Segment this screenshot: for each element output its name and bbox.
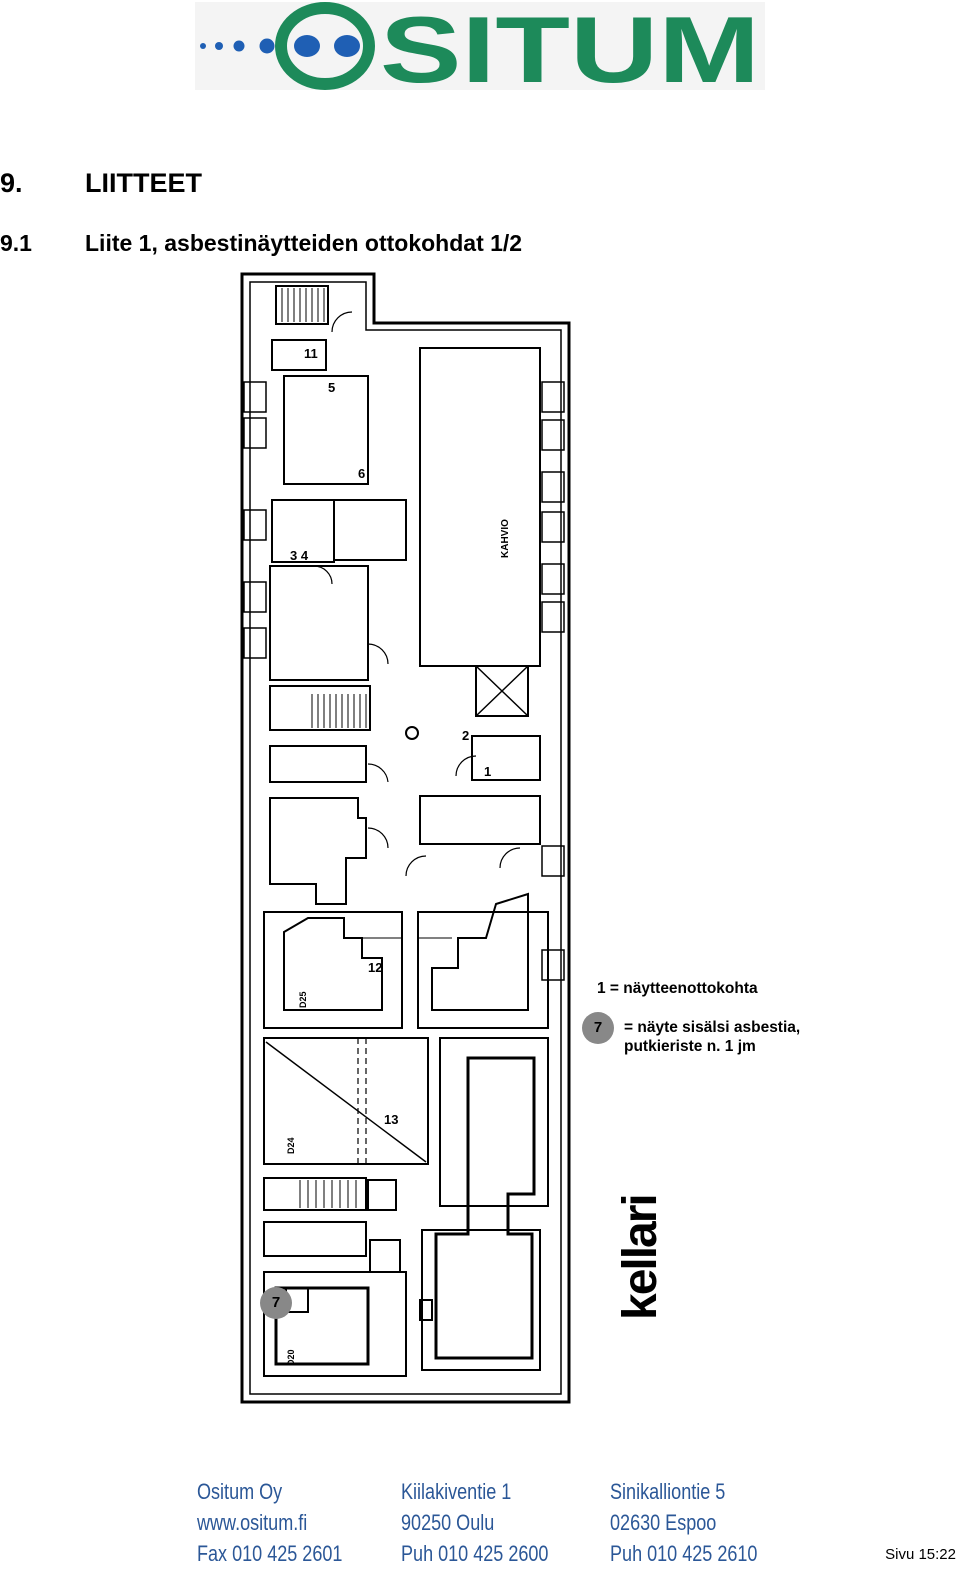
floor-plan: 11 5 6 3 4 2 1 12 13 KAHVIO D25 D24 D20 bbox=[240, 272, 571, 1404]
footer-oulu: Kiilakiventie 1 90250 Oulu Puh 010 425 2… bbox=[401, 1476, 548, 1569]
room-code: KAHVIO bbox=[500, 519, 511, 558]
room-label: 6 bbox=[358, 466, 365, 481]
page-number: Sivu 15:22 bbox=[885, 1546, 956, 1563]
subheading-number: 9.1 bbox=[0, 230, 32, 256]
legend-asbestos-text-1: = näyte sisälsi asbestia, bbox=[624, 1019, 801, 1036]
legend-sample-point: 1 = näytteenottokohta bbox=[597, 980, 758, 997]
room-code: D20 bbox=[286, 1349, 296, 1366]
footer-line: Kiilakiventie 1 bbox=[401, 1479, 512, 1504]
footer-line: www.ositum.fi bbox=[197, 1510, 308, 1535]
logo-dot bbox=[233, 40, 245, 52]
inner-wall bbox=[249, 281, 562, 1395]
ositum-logo: SITUM bbox=[195, 2, 765, 90]
asbestos-marker-legend: 7 bbox=[582, 1012, 614, 1044]
room-label: 11 bbox=[304, 346, 318, 361]
footer-line: 90250 Oulu bbox=[401, 1510, 495, 1535]
footer-line: Puh 010 425 2600 bbox=[401, 1541, 549, 1566]
floor-name: kellari bbox=[614, 1195, 667, 1320]
footer-espoo: Sinikalliontie 5 02630 Espoo Puh 010 425… bbox=[610, 1476, 757, 1569]
logo-dot bbox=[200, 43, 206, 49]
room-code: D25 bbox=[298, 991, 308, 1008]
logo-dot bbox=[259, 38, 275, 54]
asbestos-marker-plan: 7 bbox=[260, 1287, 292, 1319]
footer-line: Fax 010 425 2601 bbox=[197, 1541, 343, 1566]
footer-line: Ositum Oy bbox=[197, 1479, 283, 1504]
room-code: D24 bbox=[286, 1137, 296, 1154]
footer-line: Puh 010 425 2610 bbox=[610, 1541, 758, 1566]
logo-dot bbox=[215, 42, 223, 50]
room-label: 12 bbox=[368, 960, 382, 975]
footer-company: Ositum Oy www.ositum.fi Fax 010 425 2601 bbox=[197, 1476, 342, 1569]
outer-wall bbox=[240, 272, 571, 1404]
heading-number: 9. bbox=[0, 168, 23, 198]
room-label: 13 bbox=[384, 1112, 398, 1127]
room-label: 1 bbox=[484, 764, 491, 779]
logo-dot bbox=[294, 35, 320, 57]
footer-line: 02630 Espoo bbox=[610, 1510, 717, 1535]
subheading-title: Liite 1, asbestinäytteiden ottokohdat 1/… bbox=[85, 230, 523, 256]
room-label: 3 4 bbox=[290, 548, 309, 563]
heading-title: LIITTEET bbox=[85, 168, 202, 198]
logo-dot bbox=[334, 35, 360, 57]
footer-line: Sinikalliontie 5 bbox=[610, 1479, 726, 1504]
logo-wordmark: SITUM bbox=[380, 2, 760, 90]
room-kahvio bbox=[419, 347, 541, 667]
room-label: 2 bbox=[462, 728, 469, 743]
room-label: 5 bbox=[328, 380, 335, 395]
legend-asbestos-text-2: putkieriste n. 1 jm bbox=[624, 1038, 756, 1055]
room-label-group: 11 5 6 3 4 2 1 12 13 KAHVIO D25 D24 D20 bbox=[286, 346, 511, 1366]
